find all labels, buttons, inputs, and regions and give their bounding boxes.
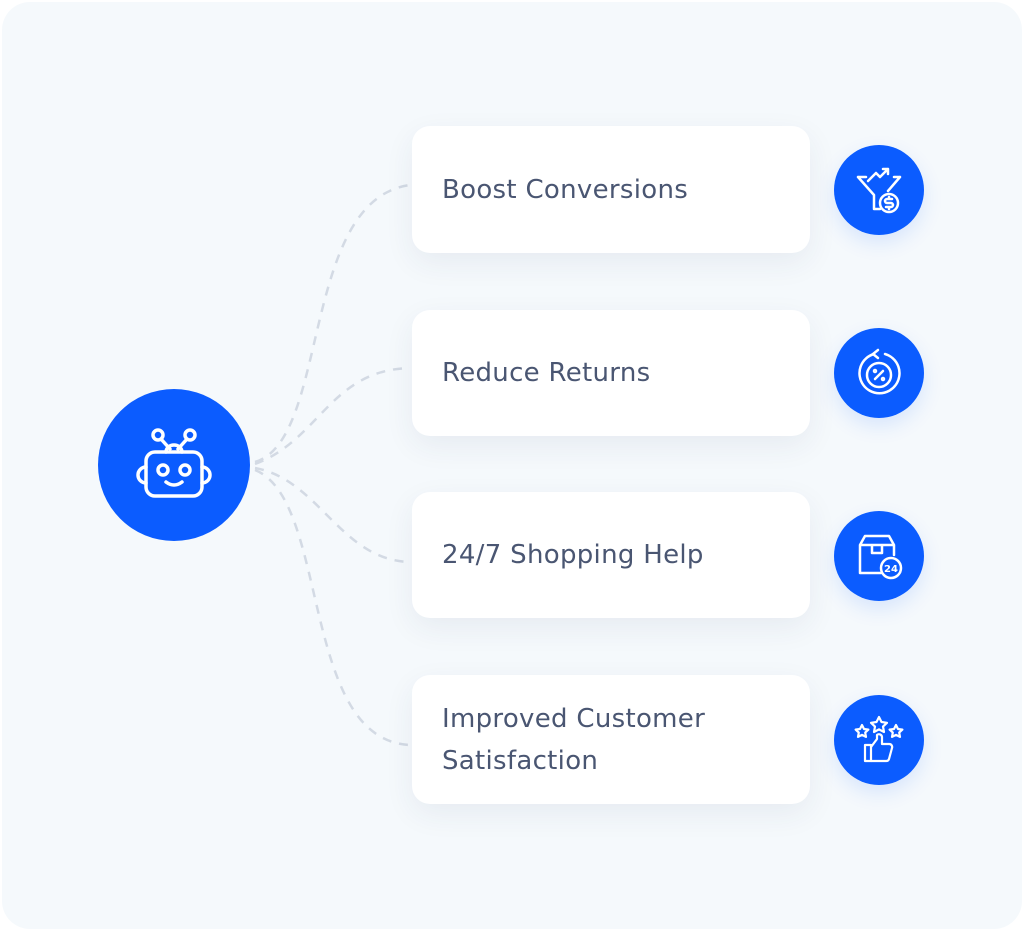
robot-icon bbox=[136, 428, 212, 498]
return-percent-icon bbox=[834, 328, 924, 418]
svg-text:24: 24 bbox=[884, 564, 898, 575]
benefit-card-shopping-help: 24/7 Shopping Help bbox=[412, 492, 810, 618]
stars-thumbs-up-icon bbox=[834, 695, 924, 785]
connector-3 bbox=[254, 466, 411, 564]
benefit-card-reduce-returns: Reduce Returns bbox=[412, 310, 810, 436]
box-24-icon: 24 bbox=[834, 511, 924, 601]
benefit-label: Improved Customer Satisfaction bbox=[442, 703, 706, 776]
connector-1 bbox=[254, 183, 411, 464]
benefit-label: Reduce Returns bbox=[442, 358, 651, 388]
benefit-label: Boost Conversions bbox=[442, 174, 689, 205]
funnel-dollar-icon bbox=[834, 145, 924, 235]
benefit-card-customer-satisfaction: Improved Customer Satisfaction bbox=[412, 675, 810, 804]
chatbot-hub bbox=[98, 389, 250, 541]
benefit-card-boost-conversions: Boost Conversions bbox=[412, 126, 810, 253]
connector-2 bbox=[254, 366, 411, 466]
connector-4 bbox=[254, 468, 411, 747]
benefit-label: 24/7 Shopping Help bbox=[442, 540, 704, 570]
